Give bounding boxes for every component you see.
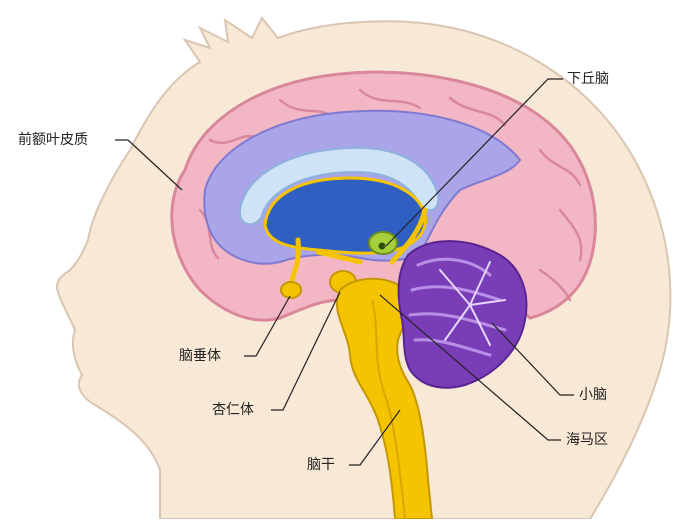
brainstem-highlight	[371, 299, 406, 520]
lateral-ventricle	[263, 176, 427, 255]
cortex-folds	[198, 88, 583, 302]
leader-cerebellum	[491, 322, 574, 396]
label-hippocampus: 海马区	[566, 432, 608, 448]
label-pituitary: 脑垂体	[179, 348, 221, 364]
leader-pituitary	[244, 295, 291, 357]
leader-hippocampus	[379, 294, 561, 441]
cerebellum-arbor	[439, 261, 506, 346]
label-hypothalamus: 下丘脑	[567, 71, 609, 87]
hypothalamus-dot	[378, 242, 386, 250]
pituitary-shape	[280, 281, 302, 299]
label-prefrontal-cortex: 前额叶皮质	[18, 132, 88, 148]
label-cerebellum: 小脑	[579, 387, 607, 403]
label-amygdala: 杏仁体	[212, 402, 254, 418]
leader-brainstem	[349, 409, 401, 466]
leader-amygdala	[271, 291, 341, 411]
leader-prefrontal	[115, 139, 183, 191]
leader-hypothalamus	[385, 78, 563, 247]
label-brainstem: 脑干	[307, 457, 335, 473]
